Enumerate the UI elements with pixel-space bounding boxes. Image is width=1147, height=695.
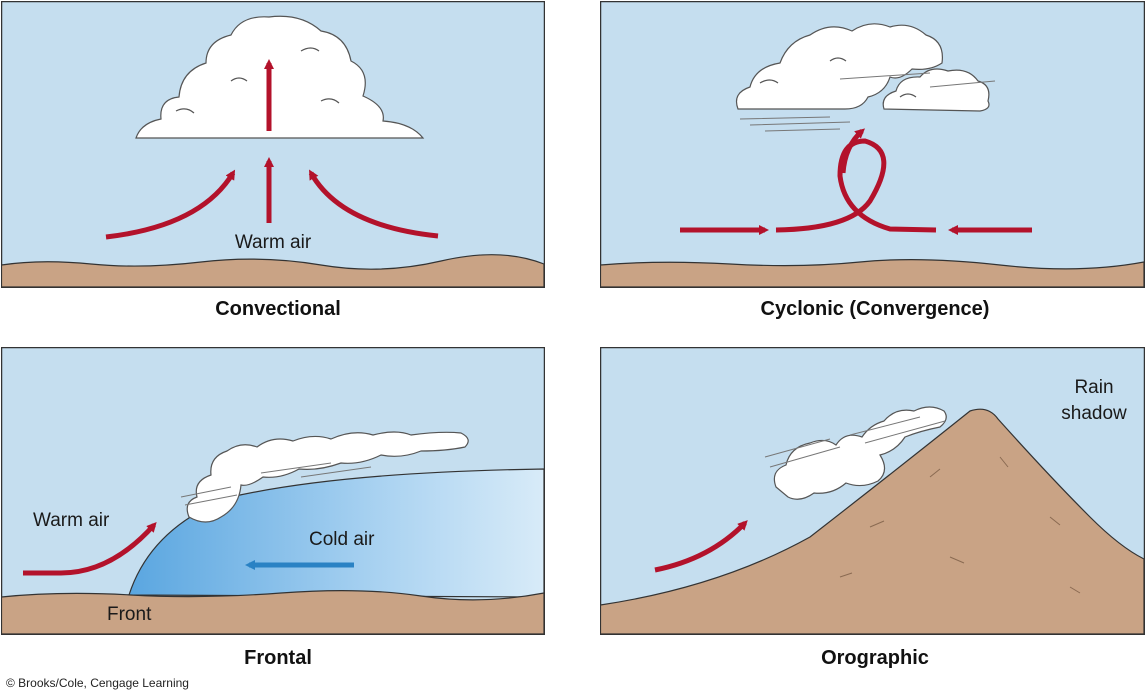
cold-air-label: Cold air — [309, 529, 375, 550]
caption-orographic: Orographic — [821, 647, 929, 669]
mountain-icon — [600, 408, 1145, 635]
panel-orographic: Rain shadow — [600, 347, 1145, 635]
warm-air-arrow-icon — [23, 522, 157, 576]
ground-icon — [600, 259, 1145, 288]
panel-frontal: Warm air Cold air Front — [1, 347, 545, 635]
warm-air-arrow-icon — [775, 138, 937, 233]
warm-air-arrow-icon — [654, 520, 748, 573]
warm-air-arrow-icon — [105, 169, 236, 240]
cloud-icon — [186, 431, 469, 523]
rain-label: Rain — [1074, 377, 1113, 398]
front-label: Front — [107, 604, 152, 625]
ground-icon — [1, 590, 545, 635]
caption-cyclonic: Cyclonic (Convergence) — [760, 298, 990, 320]
ground-icon — [1, 254, 545, 288]
warm-air-arrow-icon — [308, 169, 439, 239]
caption-convectional: Convectional — [215, 298, 341, 320]
warm-air-arrow-icon — [840, 128, 865, 174]
cloud-icon — [135, 15, 425, 139]
shadow-label: shadow — [1061, 403, 1127, 424]
warm-air-label: Warm air — [33, 510, 110, 531]
warm-air-label: Warm air — [235, 232, 312, 253]
cloud-icon — [735, 23, 990, 112]
cloud-icon — [773, 406, 947, 500]
panel-convectional: Warm air — [1, 1, 545, 288]
caption-frontal: Frontal — [244, 647, 312, 669]
credit-line: © Brooks/Cole, Cengage Learning — [6, 676, 189, 690]
panel-cyclonic — [600, 1, 1145, 288]
